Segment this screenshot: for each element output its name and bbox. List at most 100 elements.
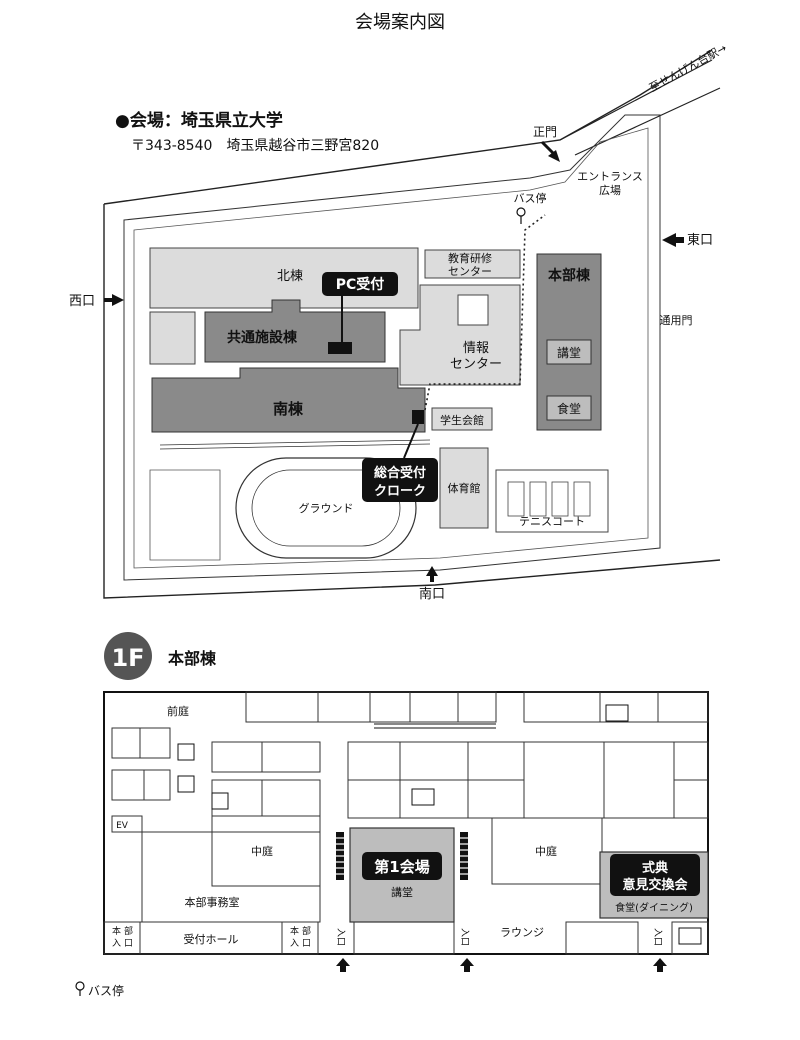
perimeter-road (123, 114, 661, 581)
education-center-label-2: センター (448, 265, 492, 278)
student-hall (431, 407, 493, 431)
accessible-toilet-icon (177, 743, 195, 761)
reception-label-2: クローク (374, 484, 426, 499)
site-boundary (103, 49, 721, 599)
elevator-icon (177, 775, 195, 793)
floor-plan: 講堂 食堂(ダイニング) 前庭 中庭 中庭 本部事務室 受付ホール ラウンジ E… (103, 691, 709, 972)
restroom-icon-2 (411, 788, 435, 806)
page-title: 会場案内図 (355, 12, 445, 33)
east-gate-arrow (662, 233, 684, 247)
info-center-label-1: 情報 (463, 341, 489, 356)
west-annex (149, 311, 196, 365)
campus-map: 北棟 共通施設棟 南棟 教育研修 センター 情報 センター 学生会館 体育館 (103, 49, 721, 599)
dining-box-label: 食堂 (557, 401, 581, 416)
ground-track (235, 457, 417, 559)
venue-address: 〒343-8540 埼玉県越谷市三野宮820 (131, 137, 379, 154)
south-building-label: 南棟 (273, 400, 304, 418)
west-gate-arrow (104, 294, 124, 306)
plaza-label-1: エントランス (577, 170, 643, 183)
pc-reception-callout: PC受付 (322, 272, 398, 344)
south-gate-arrow (426, 566, 438, 582)
courtyard-left-label: 中庭 (251, 844, 273, 858)
bus-stop-icon (516, 207, 526, 217)
courtyard-right-label: 中庭 (535, 844, 557, 858)
info-center-court (457, 294, 489, 326)
floor-building-name: 本部棟 (168, 649, 217, 668)
tennis-court-lines (507, 481, 591, 517)
main-gate-label: 正門 (533, 125, 557, 139)
education-center-label-1: 教育研修 (448, 251, 492, 265)
hall1-callout: 第1会場 (362, 852, 442, 880)
info-center-label-2: センター (450, 357, 502, 372)
entry-arrow-1 (336, 958, 350, 972)
student-hall-label: 学生会館 (440, 413, 484, 427)
toilet-icon (211, 792, 229, 810)
east-gate-label: 東口 (687, 232, 713, 248)
ground-track-inner (251, 469, 401, 547)
ev-label: EV (116, 821, 129, 831)
road-to-station (559, 59, 721, 156)
main-entrance-right-4: 口 (302, 939, 311, 949)
main-entrance-left-3: 入 (112, 938, 121, 949)
restroom-icons (177, 704, 702, 945)
gym-label: 体育館 (448, 481, 481, 495)
hall-room-label: 講堂 (391, 885, 413, 899)
legend-bus-stop-icon (75, 981, 85, 991)
lounge-label: ラウンジ (500, 926, 544, 939)
north-building-label: 北棟 (277, 269, 303, 284)
walking-route (424, 214, 546, 411)
dining-box (546, 395, 592, 421)
main-entrance-left-4: 口 (124, 939, 133, 949)
ground-label: グラウンド (299, 501, 354, 515)
restroom-icon-3 (678, 927, 702, 945)
front-garden-label: 前庭 (167, 704, 189, 718)
main-gate-arrowhead (548, 150, 560, 162)
south-building (151, 367, 426, 433)
common-building-label: 共通施設棟 (227, 329, 298, 346)
station-direction: 至せんげん台駅→ (647, 41, 729, 95)
hall-box-label: 講堂 (557, 345, 581, 360)
main-entrance-left-1: 本 (112, 925, 121, 937)
pc-reception-label: PC受付 (336, 276, 385, 293)
venue-heading: ●会場：埼玉県立大学 (115, 110, 283, 131)
gym (439, 447, 489, 529)
entry-arrows (336, 958, 667, 972)
education-center (424, 249, 521, 279)
floor-badge-circle (104, 632, 152, 680)
west-gate-label: 西口 (69, 294, 95, 309)
service-gate-label: 通用門 (660, 314, 693, 327)
hall1-label: 第1会場 (374, 858, 429, 876)
stair-grills-white (336, 837, 468, 875)
legend: バス停 (75, 981, 124, 998)
south-gate-label: 南口 (419, 586, 445, 602)
main-entrance-left-2: 部 (124, 925, 133, 937)
tennis-label: テニスコート (519, 515, 585, 528)
bike-racks (159, 439, 431, 450)
info-center (399, 284, 521, 386)
ceremony-callout: 式典 意見交換会 (610, 854, 700, 896)
reception-label-1: 総合受付 (374, 465, 426, 481)
reception-mark (412, 410, 424, 424)
tennis-courts (495, 469, 609, 533)
main-entrance-right-2: 部 (302, 925, 311, 937)
perimeter-road-inner (133, 127, 649, 569)
reception-hall-label: 受付ホール (184, 933, 239, 946)
ceremony-label-2: 意見交換会 (622, 877, 688, 893)
floor-badge: 1F (111, 644, 144, 672)
entry-arrow-2 (460, 958, 474, 972)
pc-desk-mark (328, 342, 352, 354)
entry-label-1: 入口 (335, 928, 346, 946)
entry-arrow-3 (653, 958, 667, 972)
bus-stop-label: バス停 (514, 191, 547, 205)
floor-walls (103, 691, 709, 955)
main-building-label: 本部棟 (548, 267, 591, 284)
office-label: 本部事務室 (185, 895, 240, 909)
entry-label-2: 入口 (459, 928, 470, 946)
reception-callout: 総合受付 クローク (362, 423, 438, 502)
legend-bus-stop: バス停 (88, 983, 124, 998)
top-grill (374, 723, 496, 729)
baseball-field (149, 469, 221, 561)
entry-label-3: 入口 (652, 928, 663, 946)
hall-box (546, 339, 592, 365)
